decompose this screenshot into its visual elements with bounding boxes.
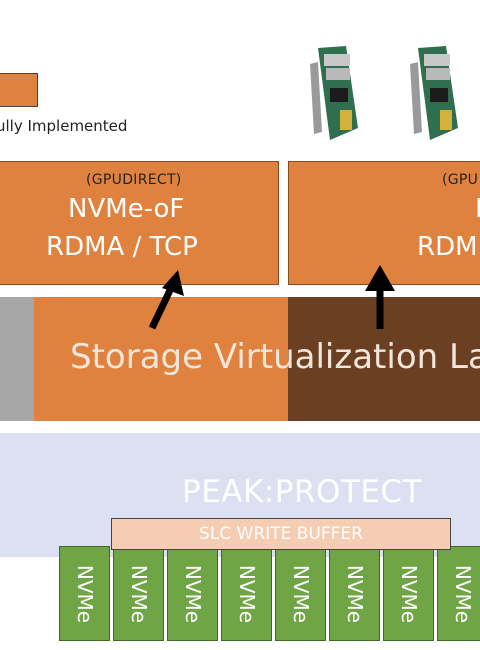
gray-block — [0, 297, 34, 421]
storage-virtualization-layer — [34, 297, 288, 421]
network-card-image-2 — [410, 46, 458, 140]
gpudirect-label: (GPU — [442, 172, 479, 188]
nvme-drive: NVMe — [167, 546, 218, 641]
nvme-drive: NVMe — [437, 546, 480, 641]
transport-name: RDMA / TCP — [46, 232, 198, 262]
protocol-box-right: (GPU N RDM — [288, 161, 480, 285]
peak-protect-label: PEAK:PROTECT — [182, 474, 422, 510]
gpudirect-label: (GPUDIRECT) — [86, 172, 182, 188]
legend-label: ully Implemented — [0, 117, 128, 135]
storage-virtualization-layer-dark — [288, 297, 480, 421]
nvme-drive: NVMe — [329, 546, 380, 641]
storage-layer-label: Storage Virtualization La — [70, 337, 480, 377]
network-card-image-1 — [310, 46, 358, 140]
protocol-box-left: (GPUDIRECT) NVMe-oF RDMA / TCP — [0, 161, 279, 285]
nvme-drive: NVMe — [113, 546, 164, 641]
up-arrow-icon — [148, 270, 184, 330]
slc-write-buffer: SLC WRITE BUFFER — [111, 518, 451, 550]
up-arrow-icon — [365, 265, 395, 329]
protocol-name: NVMe-oF — [68, 194, 185, 224]
nvme-drive: NVMe — [59, 546, 110, 641]
nvme-drive: NVMe — [383, 546, 434, 641]
nvme-drive: NVMe — [275, 546, 326, 641]
protocol-name: N — [475, 194, 480, 224]
nvme-drive: NVMe — [221, 546, 272, 641]
legend-swatch — [0, 73, 38, 107]
transport-name: RDM — [417, 232, 478, 262]
